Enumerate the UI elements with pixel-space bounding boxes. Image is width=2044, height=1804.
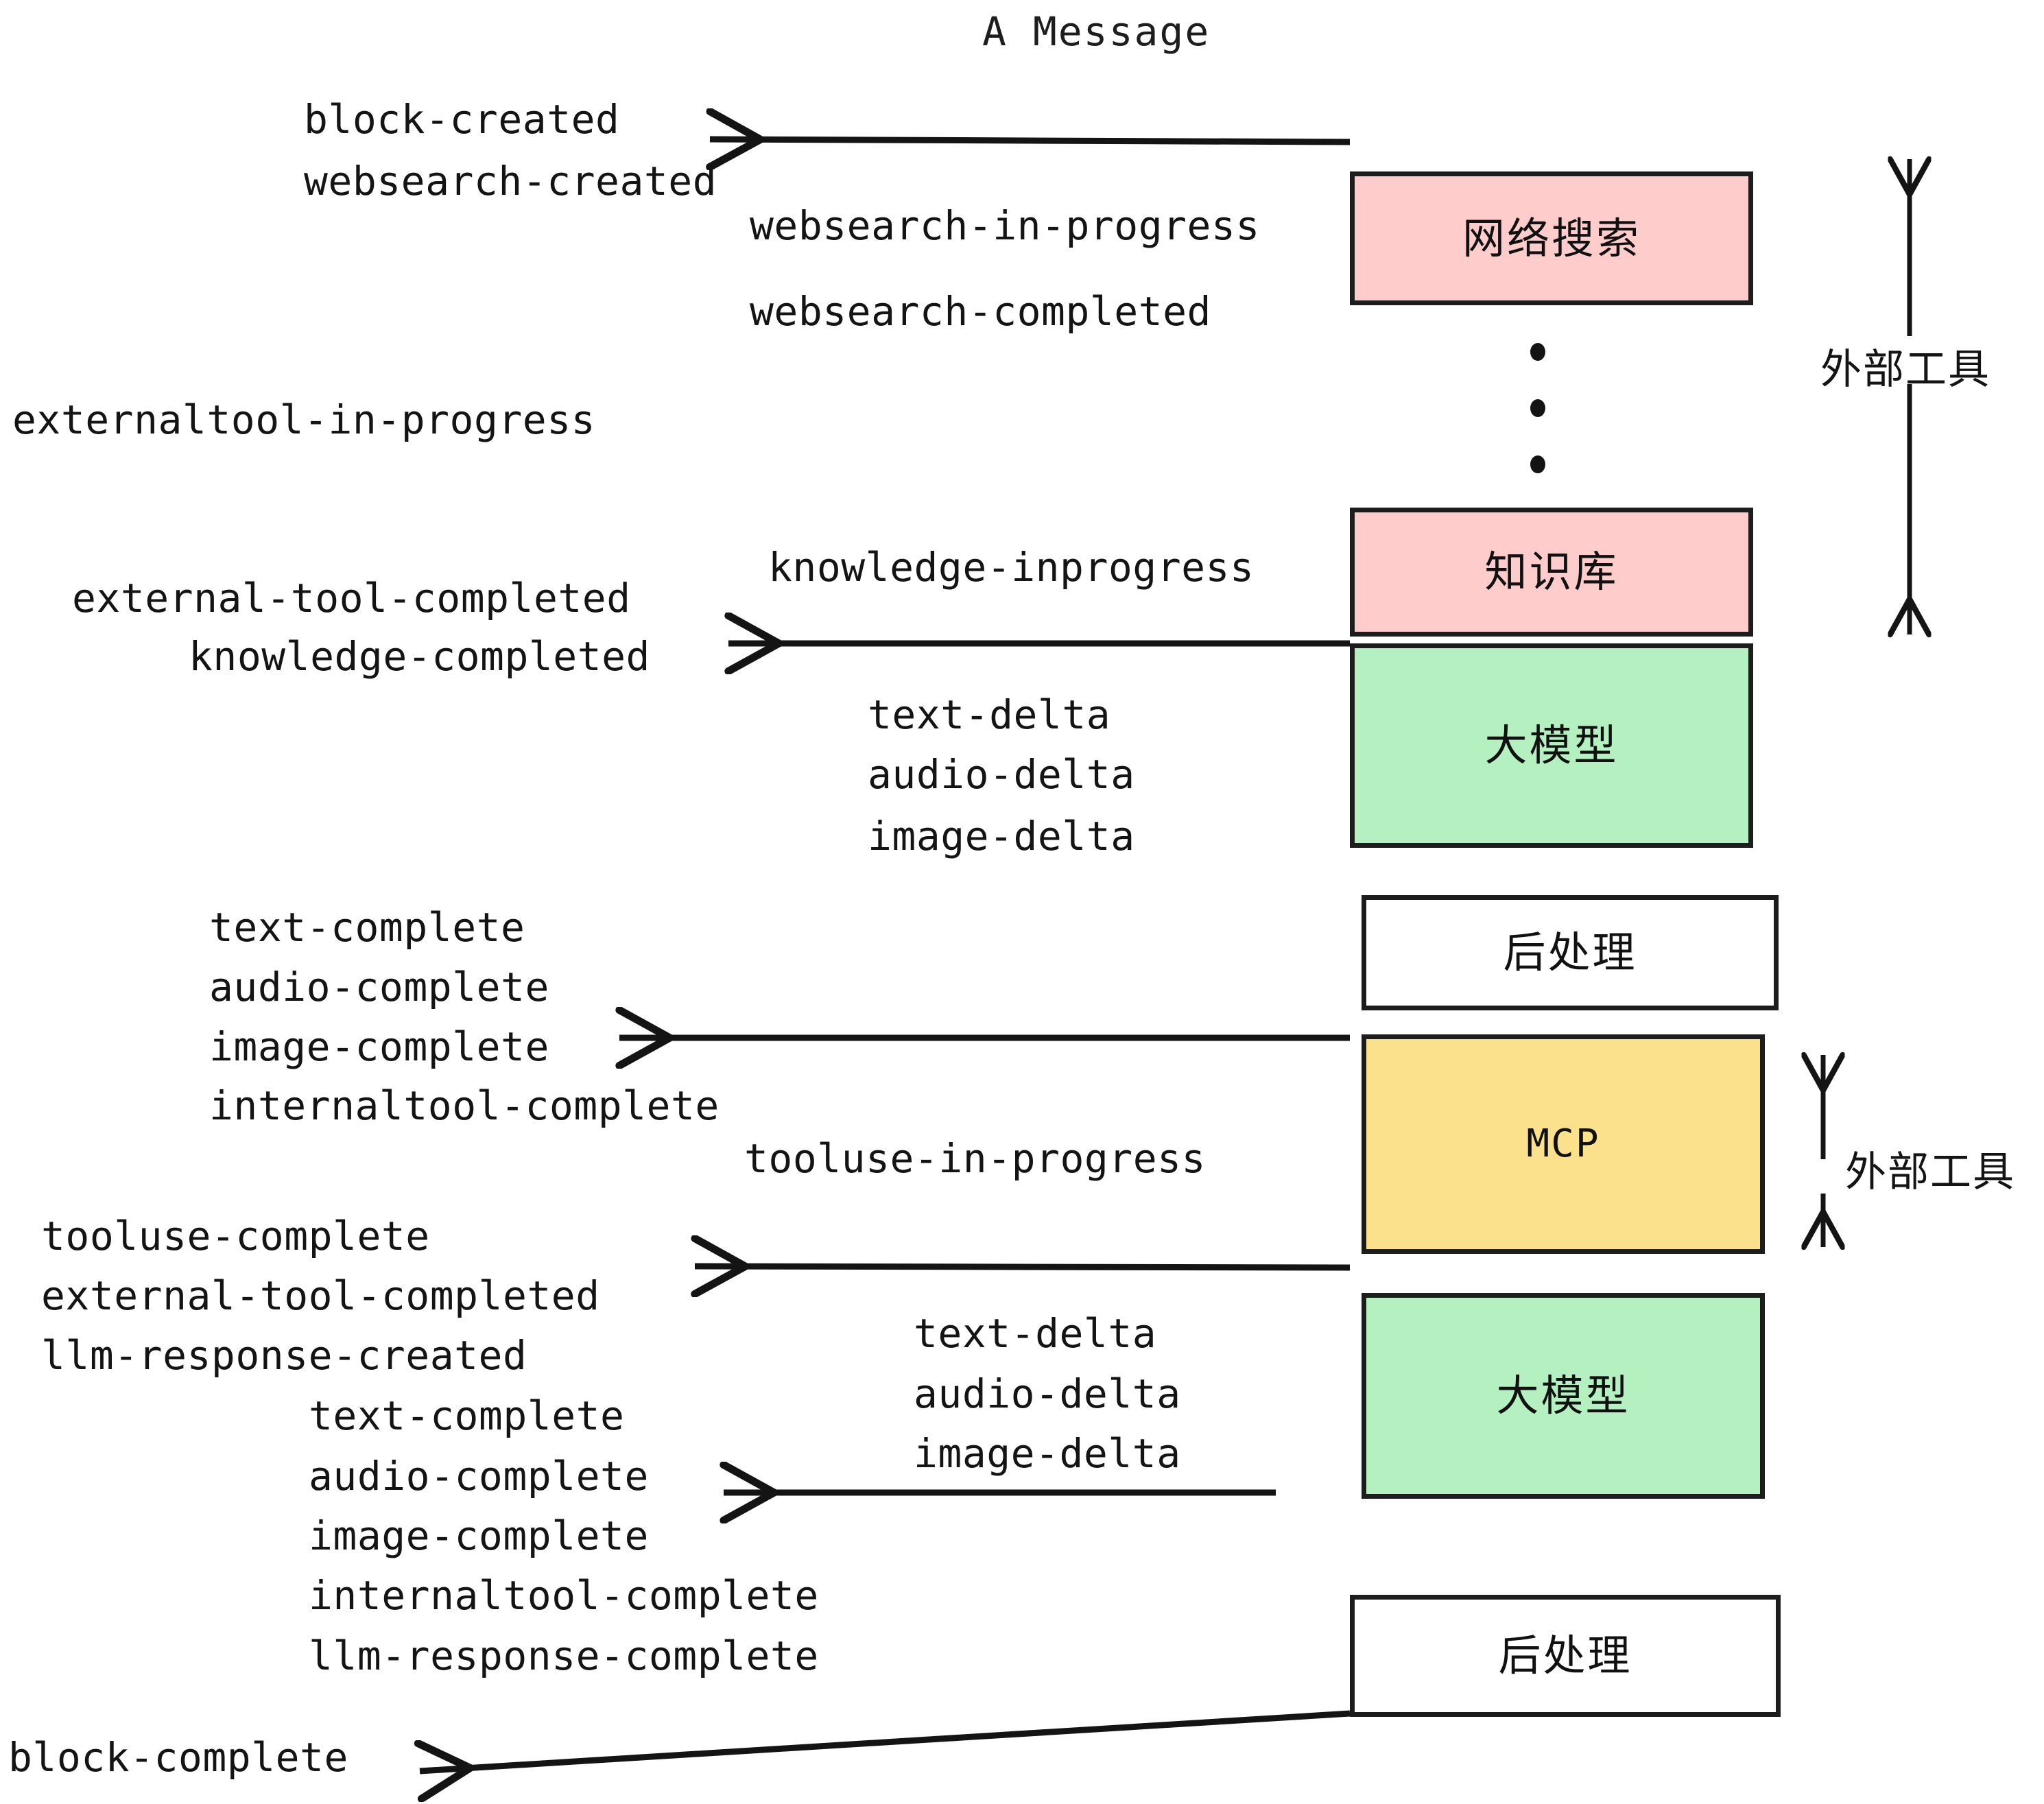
- event-image-complete-2: image-complete: [309, 1512, 649, 1559]
- node-knowledge-label: 知识库: [1484, 547, 1619, 597]
- dot-1: [1530, 343, 1545, 361]
- event-tooluse-complete: tooluse-complete: [41, 1213, 430, 1259]
- node-postprocess-2-label: 后处理: [1498, 1630, 1632, 1681]
- arrow-tooluse-complete: [695, 1266, 1351, 1268]
- dot-2: [1530, 399, 1545, 417]
- event-image-complete-1: image-complete: [209, 1023, 549, 1070]
- event-block-created: block-created: [304, 96, 620, 143]
- event-text-delta-1: text-delta: [868, 691, 1111, 738]
- event-internaltool-complete-2: internaltool-complete: [309, 1572, 819, 1619]
- event-audio-delta-2: audio-delta: [914, 1370, 1181, 1417]
- event-audio-complete-1: audio-complete: [209, 964, 549, 1010]
- event-block-complete: block-complete: [8, 1734, 348, 1781]
- event-text-delta-2: text-delta: [914, 1310, 1157, 1357]
- node-llm-2[interactable]: 大模型: [1362, 1293, 1765, 1499]
- node-websearch-label: 网络搜索: [1462, 213, 1641, 263]
- event-image-delta-1: image-delta: [868, 813, 1135, 859]
- event-audio-complete-2: audio-complete: [309, 1453, 649, 1499]
- event-image-delta-2: image-delta: [914, 1430, 1181, 1477]
- arrow-block-complete: [420, 1710, 1351, 1771]
- node-postprocess-1[interactable]: 后处理: [1362, 895, 1779, 1010]
- event-llm-response-complete: llm-response-complete: [309, 1633, 819, 1679]
- node-knowledge[interactable]: 知识库: [1350, 508, 1753, 637]
- arrow-websearch-created: [710, 139, 1351, 142]
- node-mcp[interactable]: MCP: [1362, 1034, 1765, 1254]
- event-text-complete-1: text-complete: [209, 904, 525, 951]
- event-externaltool-in-progress: externaltool-in-progress: [12, 396, 596, 443]
- event-websearch-completed: websearch-completed: [750, 288, 1211, 335]
- node-websearch[interactable]: 网络搜索: [1350, 171, 1753, 305]
- node-postprocess-1-label: 后处理: [1503, 927, 1637, 977]
- event-internaltool-complete-1: internaltool-complete: [209, 1082, 720, 1129]
- label-external-tools-top: 外部工具: [1820, 346, 1990, 394]
- event-tooluse-in-progress: tooluse-in-progress: [744, 1135, 1206, 1182]
- label-external-tools-bottom: 外部工具: [1845, 1148, 2015, 1196]
- event-knowledge-completed: knowledge-completed: [189, 633, 650, 680]
- event-websearch-in-progress: websearch-in-progress: [750, 202, 1260, 249]
- event-knowledge-inprogress: knowledge-inprogress: [768, 544, 1255, 591]
- node-mcp-label: MCP: [1526, 1121, 1600, 1166]
- diagram-title: A Message: [982, 8, 1211, 55]
- event-llm-response-created: llm-response-created: [41, 1332, 527, 1379]
- node-llm-2-label: 大模型: [1496, 1370, 1630, 1421]
- event-websearch-created: websearch-created: [304, 158, 717, 204]
- dot-3: [1530, 455, 1545, 473]
- event-external-tool-completed-1: external-tool-completed: [72, 575, 631, 621]
- node-llm-1[interactable]: 大模型: [1350, 643, 1753, 848]
- node-llm-1-label: 大模型: [1484, 720, 1619, 770]
- event-external-tool-completed-2: external-tool-completed: [41, 1272, 600, 1319]
- event-text-complete-2: text-complete: [309, 1392, 625, 1439]
- ellipsis-dots: [1530, 343, 1546, 473]
- node-postprocess-2[interactable]: 后处理: [1350, 1595, 1781, 1717]
- event-audio-delta-1: audio-delta: [868, 751, 1135, 798]
